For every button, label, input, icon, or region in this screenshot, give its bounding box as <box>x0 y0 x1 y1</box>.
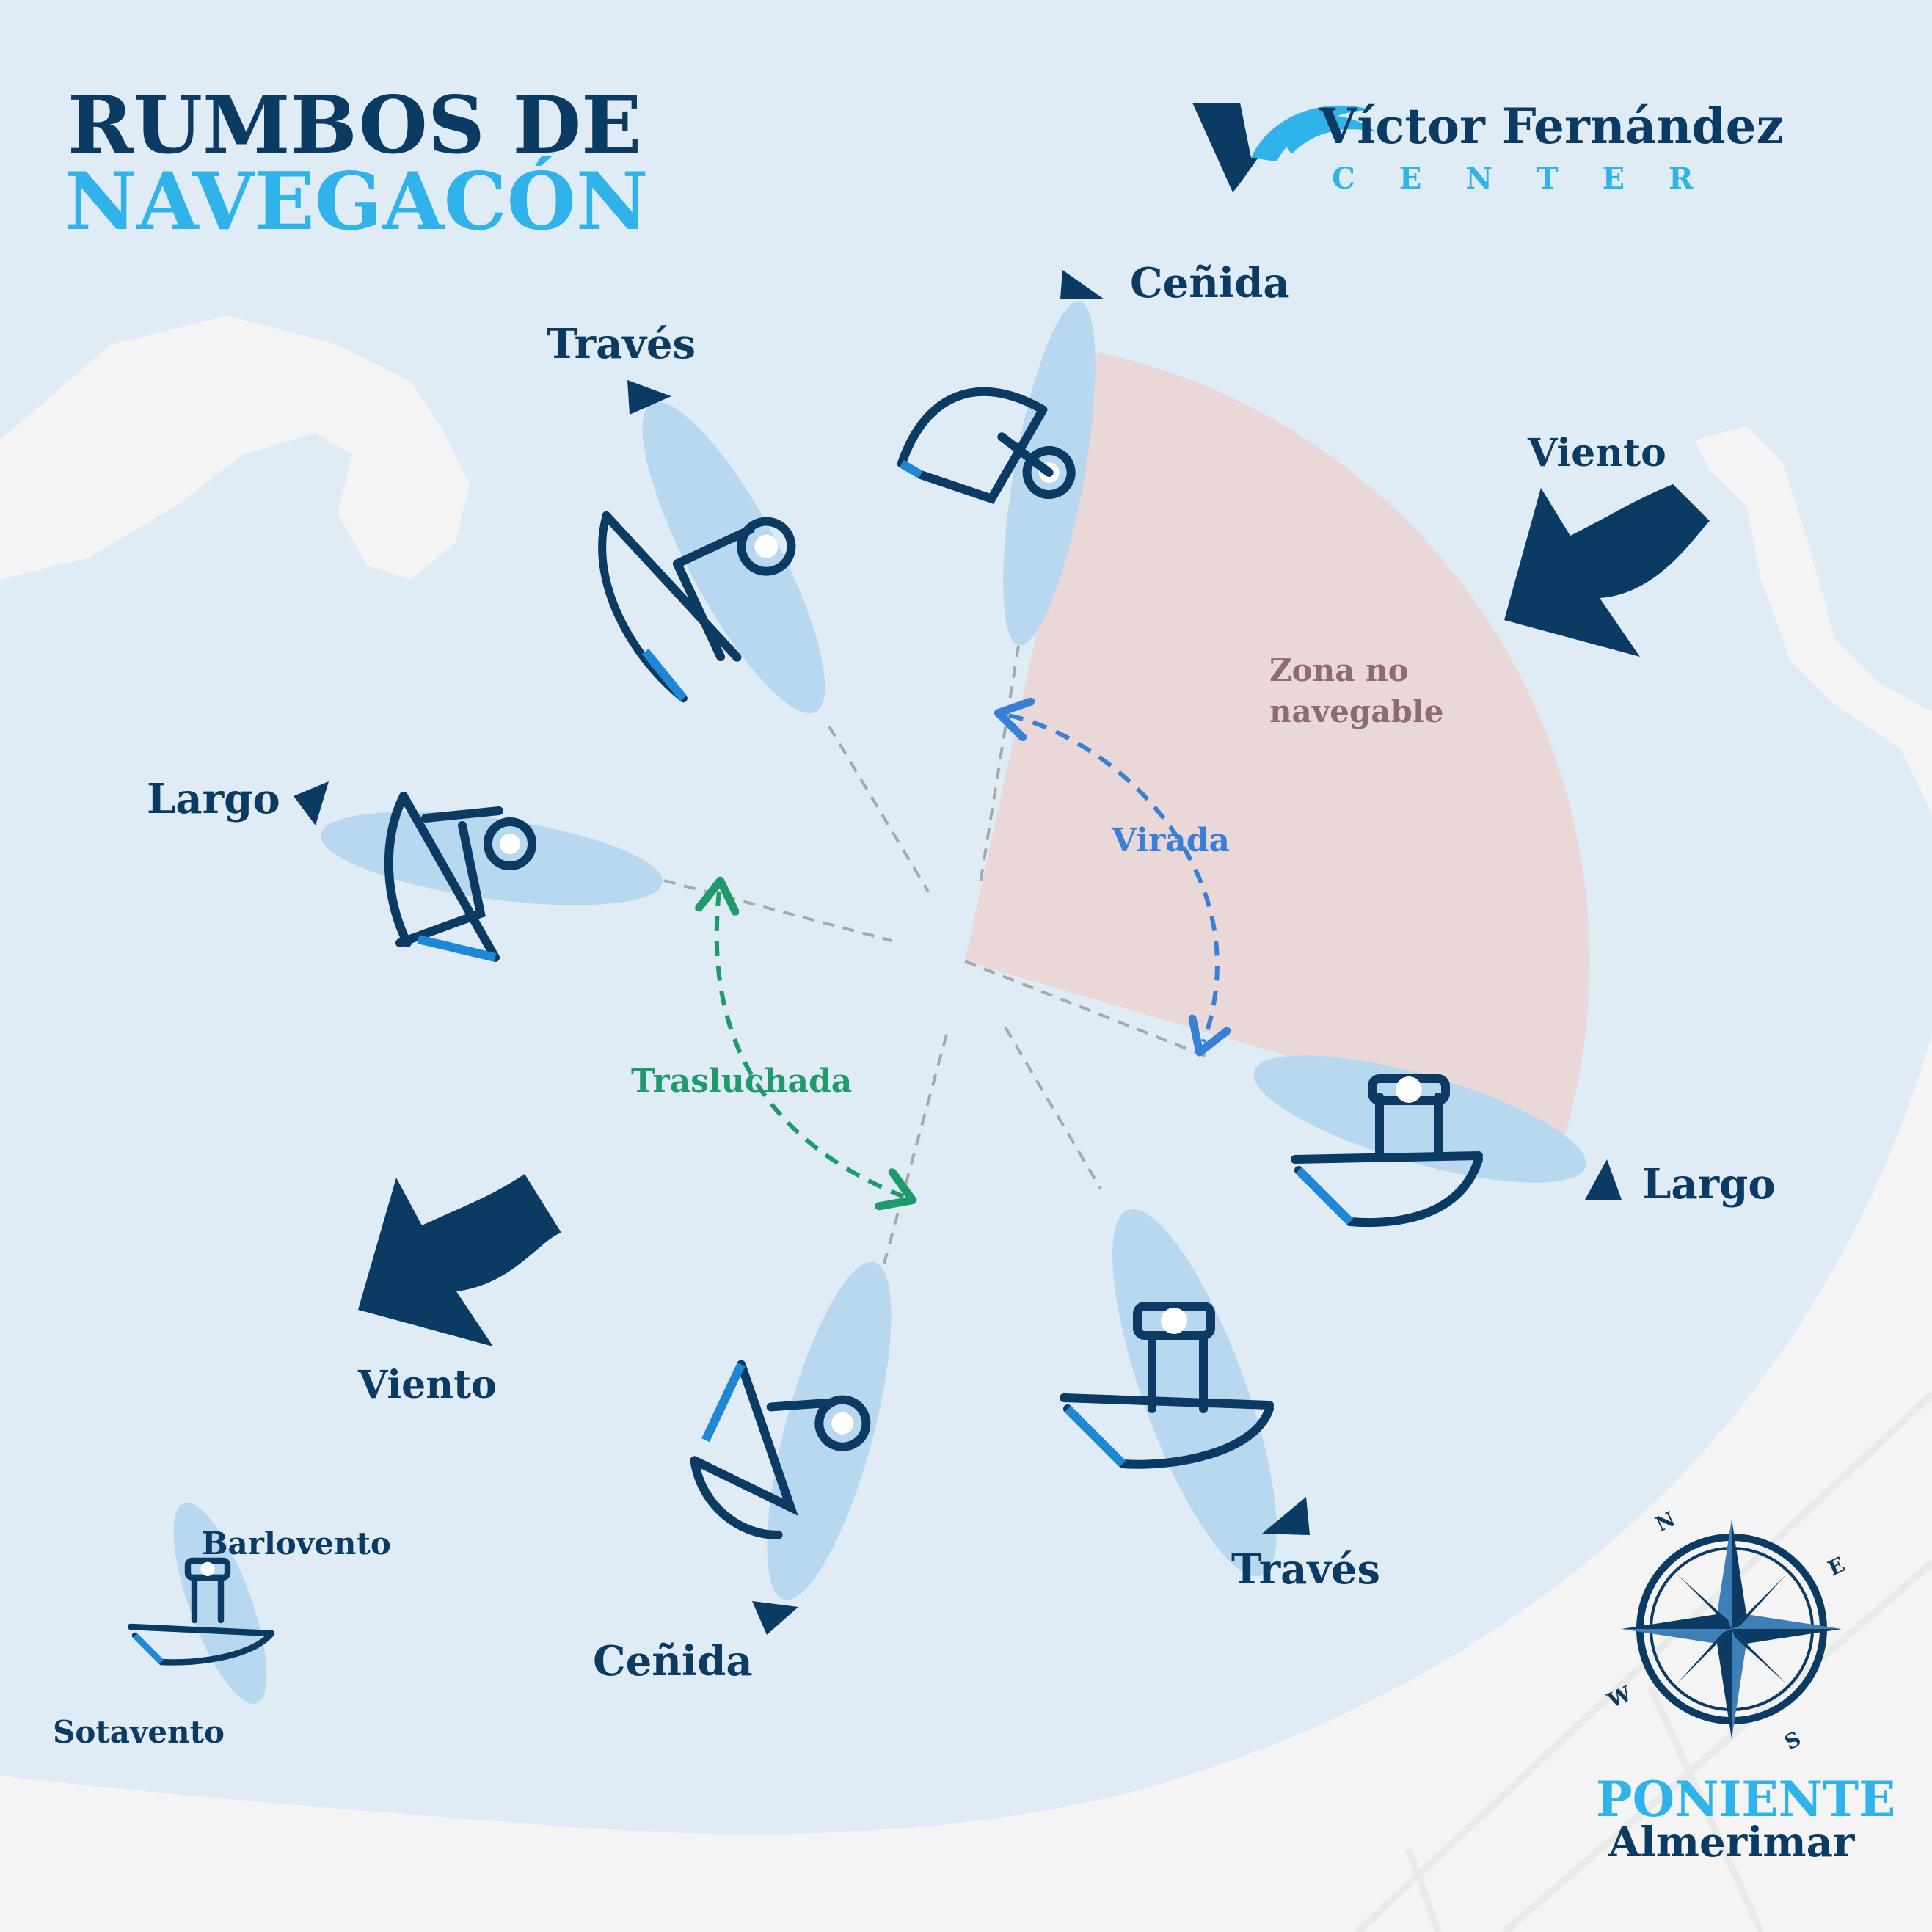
boat-largo-left <box>321 792 663 962</box>
coastline-map <box>0 316 1932 1932</box>
title-line2: NAVEGACÓN <box>65 155 649 248</box>
boat-largo-right <box>1253 1055 1586 1228</box>
boat-legend-small <box>127 1502 275 1705</box>
title-line1: RUMBOS DE <box>68 79 641 172</box>
label-largo-left: Largo <box>147 775 280 823</box>
boat-cenida-bottom <box>690 1261 892 1600</box>
label-traves-bottom: Través <box>1231 1545 1380 1594</box>
trasluchada-label: Trasluchada <box>631 1062 852 1100</box>
label-viento-top: Viento <box>1527 431 1666 475</box>
zona-no-navegable-label-line2: navegable <box>1269 693 1444 729</box>
compass-rose-icon <box>1622 1519 1842 1739</box>
virada-label: Virada <box>1111 822 1230 859</box>
boat-traves-bottom <box>1060 1209 1277 1577</box>
boat-cenida-top <box>897 301 1096 646</box>
label-cenida-top: Ceñida <box>1130 259 1290 307</box>
virada-arrow <box>1009 715 1217 1042</box>
wind-arrow-bottom-icon <box>358 1174 561 1346</box>
sail-v-logo-icon <box>1192 103 1376 192</box>
trasluchada-arrow <box>717 892 903 1196</box>
zona-no-navegable-label-line1: Zona no <box>1269 652 1409 688</box>
brand-sub: CENTER <box>1332 161 1737 196</box>
wind-arrow-top-icon <box>1504 484 1710 657</box>
footer-line1: PONIENTE <box>1596 1771 1895 1828</box>
label-barlovento: Barlovento <box>202 1525 391 1561</box>
label-traves-top: Través <box>547 320 696 368</box>
footer-line2: Almerimar <box>1608 1818 1856 1867</box>
label-largo-right: Largo <box>1642 1160 1776 1209</box>
bow-markers <box>294 270 1622 1635</box>
label-sotavento: Sotavento <box>53 1714 225 1750</box>
brand-name: Víctor Fernández <box>1319 98 1784 155</box>
label-cenida-bottom: Ceñida <box>593 1637 753 1685</box>
label-viento-bottom: Viento <box>357 1363 497 1407</box>
boat-traves-top <box>598 401 825 714</box>
